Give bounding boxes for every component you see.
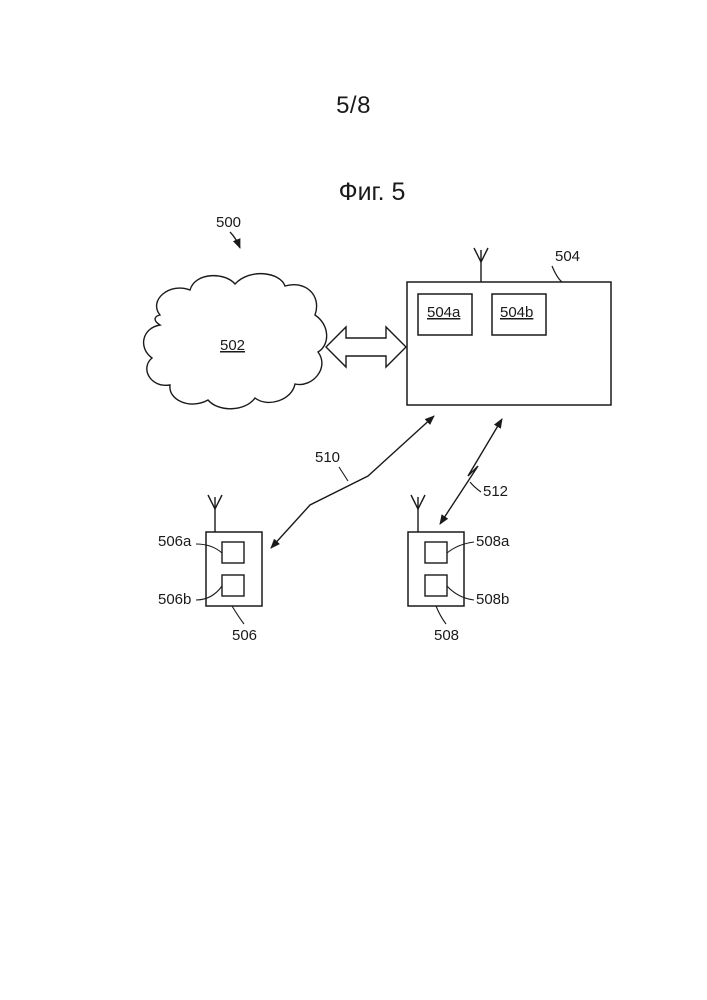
link-510-leader (339, 467, 348, 481)
device-506-b-label: 506b (158, 591, 191, 608)
system-label: 500 (216, 214, 241, 231)
device-506-module-a (222, 542, 244, 563)
link-510-zigzag (271, 416, 434, 548)
device-506-b-leader (196, 586, 222, 600)
device-506-label: 506 (232, 627, 257, 644)
device-508-leader (436, 606, 446, 624)
device-506-a-leader (196, 544, 222, 553)
bs-module-a-label: 504a (427, 304, 461, 321)
link-512-leader (470, 482, 481, 492)
device-508-box (408, 532, 464, 606)
link-512-zigzag (440, 419, 502, 524)
link-512-label: 512 (483, 483, 508, 500)
device-508-b-label: 508b (476, 591, 509, 608)
network-bs-double-arrow (326, 327, 406, 367)
base-station-antenna-icon (474, 248, 488, 282)
device-506-leader (232, 606, 244, 624)
base-station-label: 504 (555, 248, 580, 265)
device-506-antenna-icon (208, 495, 222, 532)
device-508-module-b (425, 575, 447, 596)
system-pointer-arrow (230, 232, 240, 248)
link-510-label: 510 (315, 449, 340, 466)
device-506-box (206, 532, 262, 606)
device-508-a-leader (447, 542, 474, 553)
device-508-b-leader (447, 586, 474, 600)
base-station-box (407, 282, 611, 405)
base-station-leader (552, 266, 562, 282)
device-508-label: 508 (434, 627, 459, 644)
device-508-antenna-icon (411, 495, 425, 532)
device-506-module-b (222, 575, 244, 596)
bs-module-b-label: 504b (500, 304, 533, 321)
device-506-a-label: 506a (158, 533, 192, 550)
device-508-a-label: 508a (476, 533, 510, 550)
device-508-module-a (425, 542, 447, 563)
network-label: 502 (220, 337, 245, 354)
